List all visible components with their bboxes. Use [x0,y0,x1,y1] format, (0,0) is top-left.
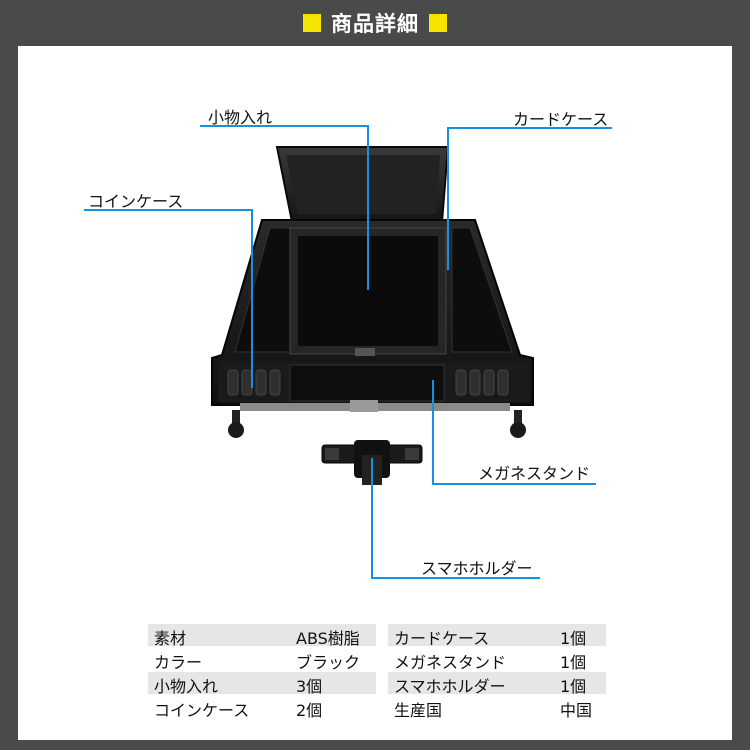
spec-key: スマホホルダー [394,677,506,696]
spec-value: 中国 [560,701,593,720]
spec-key: カラー [154,653,203,672]
spec-row: カラー ブラック [148,648,376,672]
right-border [732,0,750,750]
spec-row: カードケース 1個 [388,624,606,648]
label-card-case: カードケース [513,110,609,129]
page-title: 商品詳細 [331,12,419,36]
lid [275,146,450,223]
spec-value: 1個 [560,629,587,648]
spec-row: コインケース 2個 [148,696,376,720]
spec-key: 小物入れ [154,677,219,696]
spec-row: 小物入れ 3個 [148,672,376,696]
spec-row: 生産国 中国 [388,696,606,720]
yellow-square-icon [429,14,447,32]
left-border [0,0,18,750]
callout-lines [84,125,612,579]
spec-value: 1個 [560,653,587,672]
yellow-square-icon [303,14,321,32]
spec-key: メガネスタンド [394,653,507,672]
bottom-border [0,740,750,750]
spec-value: 2個 [296,701,323,720]
label-phone-holder: スマホホルダー [421,559,533,578]
label-glasses-stand: メガネスタンド [478,464,591,483]
spec-key: カードケース [394,629,490,648]
spec-value: ブラック [296,653,361,672]
spec-value: 1個 [560,677,587,696]
spec-row: 素材 ABS樹脂 [148,624,376,648]
header-bar: 商品詳細 [0,0,750,46]
spec-key: コインケース [154,701,250,720]
spec-value: 3個 [296,677,323,696]
spec-key: 素材 [154,629,187,648]
spec-value: ABS樹脂 [296,629,360,648]
label-komonoire: 小物入れ [208,108,273,127]
spec-key: 生産国 [394,701,443,720]
label-coin-case: コインケース [88,192,184,211]
spec-row: スマホホルダー 1個 [388,672,606,696]
spec-row: メガネスタンド 1個 [388,648,606,672]
tray-body [211,219,534,438]
